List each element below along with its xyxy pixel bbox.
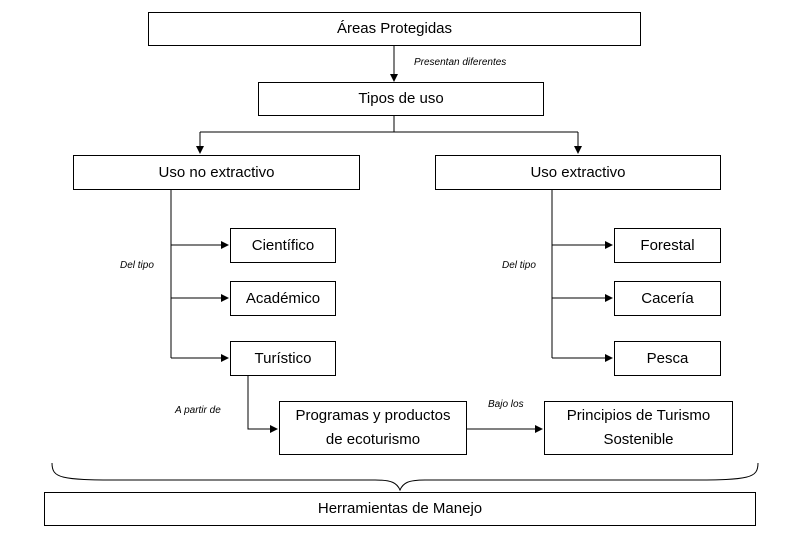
link-a-partir-de: A partir de	[175, 405, 221, 416]
areas-protegidas-label: Áreas Protegidas	[336, 20, 453, 37]
forestal-label: Forestal	[640, 236, 695, 254]
cientifico-label: Científico	[251, 236, 315, 254]
turistico-label: Turístico	[254, 349, 312, 367]
turistico-box: Turístico	[230, 341, 336, 376]
link-del-tipo-extractivo: Del tipo	[502, 260, 536, 271]
principios-box: Principios de Turismo Sostenible	[544, 401, 733, 455]
caceria-label: Cacería	[641, 289, 694, 307]
arrow-turistico-programas	[247, 376, 278, 433]
caceria-box: Cacería	[614, 281, 721, 316]
link-presentan-diferentes: Presentan diferentes	[414, 57, 507, 68]
cientifico-box: Científico	[230, 228, 336, 263]
herramientas-de-manejo-label: Herramientas de Manejo	[317, 500, 483, 517]
link-bajo-los: Bajo los	[488, 399, 524, 410]
pesca-label: Pesca	[646, 349, 689, 367]
programas-box: Programas y productos de ecoturismo	[279, 401, 467, 455]
academico-label: Académico	[245, 289, 321, 307]
curly-brace	[51, 462, 759, 492]
programas-line-2: de ecoturismo	[325, 431, 421, 448]
principios-line-1: Principios de Turismo	[566, 407, 711, 424]
uso-no-extractivo-label: Uso no extractivo	[158, 163, 275, 181]
uso-extractivo-box: Uso extractivo	[435, 155, 721, 190]
tipos-de-uso-box: Tipos de uso	[258, 82, 544, 116]
principios-line-2: Sostenible	[603, 431, 674, 448]
uso-no-extractivo-box: Uso no extractivo	[73, 155, 360, 190]
link-del-tipo-no-extractivo: Del tipo	[120, 260, 154, 271]
pesca-box: Pesca	[614, 341, 721, 376]
academico-box: Académico	[230, 281, 336, 316]
uso-extractivo-label: Uso extractivo	[530, 163, 626, 181]
programas-line-1: Programas y productos	[295, 407, 451, 424]
tipos-de-uso-label: Tipos de uso	[358, 90, 444, 107]
forestal-box: Forestal	[614, 228, 721, 263]
herramientas-de-manejo-box: Herramientas de Manejo	[44, 492, 756, 526]
areas-protegidas-box: Áreas Protegidas	[148, 12, 641, 46]
